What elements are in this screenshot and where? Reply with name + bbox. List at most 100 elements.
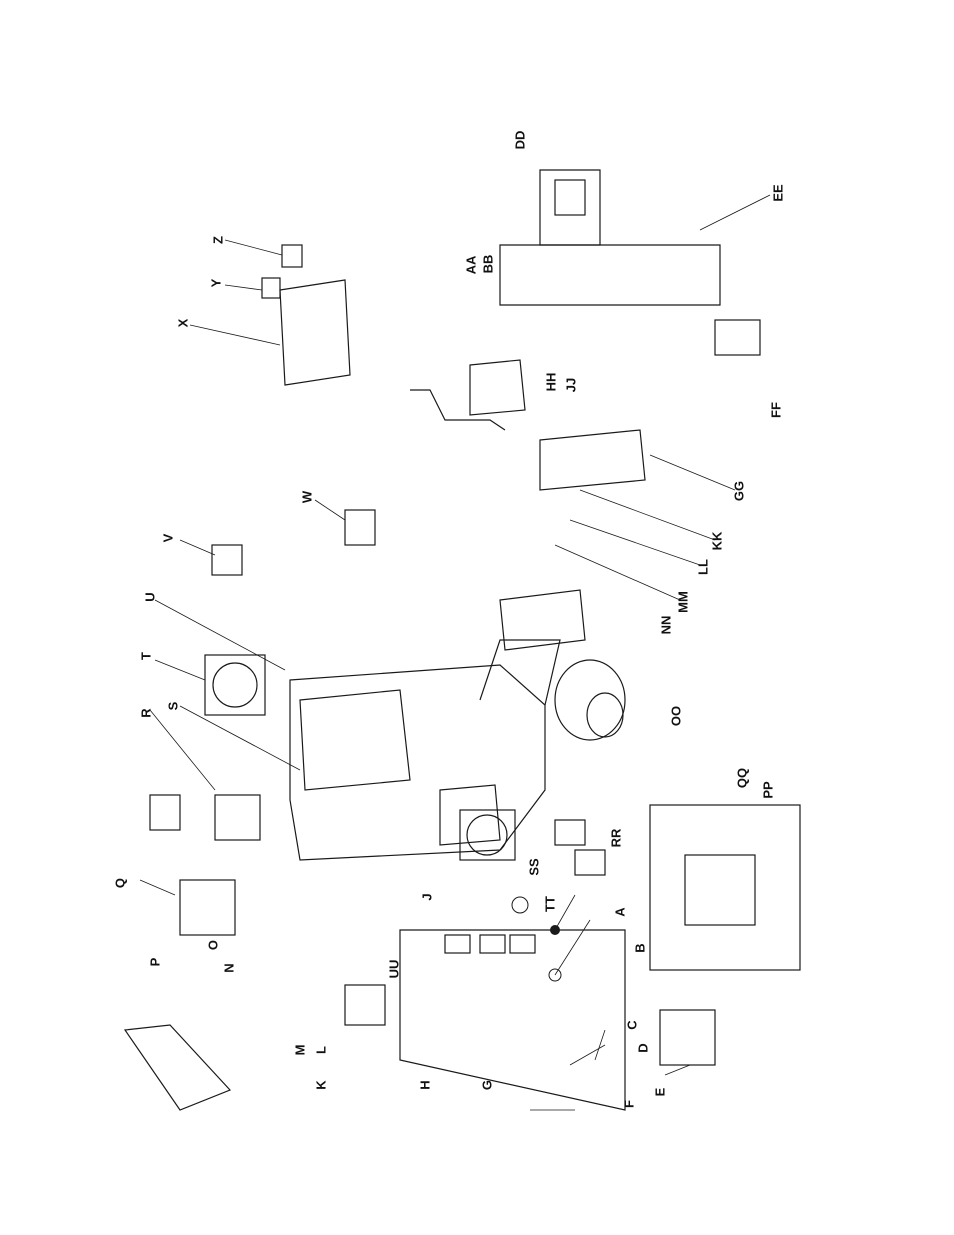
- callout-NN: NN: [658, 615, 674, 635]
- top-right-plate: [499, 244, 721, 306]
- detail-inset-frame: [649, 804, 801, 971]
- callout-X: X: [175, 318, 191, 328]
- callout-RR: RR: [608, 828, 624, 848]
- callout-N: N: [221, 963, 237, 973]
- pipe-run: [410, 389, 506, 431]
- duct-dd-window: [554, 179, 586, 216]
- callout-C: C: [624, 1020, 640, 1030]
- callout-B: B: [632, 943, 648, 953]
- leader-mm: [554, 544, 681, 601]
- leader-x: [189, 324, 281, 346]
- callout-OO: OO: [668, 705, 684, 727]
- callout-W: W: [299, 490, 315, 504]
- leader-t: [154, 659, 206, 681]
- duct-box-nn: [499, 589, 586, 651]
- leader-kk: [579, 489, 716, 541]
- part-rr-2: [574, 849, 606, 876]
- gas-valve-x: [279, 279, 351, 386]
- fan-guard-t: [204, 654, 266, 716]
- callout-K: K: [313, 1080, 329, 1090]
- callout-P: P: [147, 957, 163, 967]
- part-rr-1: [554, 819, 586, 846]
- callout-KK: KK: [709, 531, 725, 551]
- callout-V: V: [160, 533, 176, 543]
- leader-ll: [569, 519, 701, 566]
- leader-a: [554, 894, 576, 931]
- leader-b: [554, 919, 591, 976]
- part-a: [550, 925, 560, 935]
- panel-window-2: [479, 934, 506, 954]
- motor-e: [659, 1009, 716, 1066]
- callout-J: J: [419, 893, 435, 901]
- part-z: [281, 244, 303, 268]
- callout-A: A: [612, 907, 628, 917]
- leader-gg: [649, 454, 736, 491]
- fan-ss: [459, 809, 516, 861]
- part-ee: [714, 319, 761, 356]
- callout-R: R: [138, 708, 154, 718]
- valve-assembly-aa: [469, 359, 526, 416]
- blower-oo: [554, 659, 626, 741]
- exhaust-duct: [479, 639, 561, 706]
- leader-r: [149, 709, 216, 791]
- main-housing: [289, 664, 546, 861]
- callout-QQ: QQ: [734, 767, 750, 789]
- transformer-r: [214, 794, 261, 841]
- part-tt: [511, 896, 529, 914]
- leader-z: [224, 239, 283, 256]
- callout-Q: Q: [112, 877, 128, 889]
- callout-O: O: [205, 939, 221, 951]
- fan-ss-blades: [466, 814, 508, 856]
- callout-LL: LL: [695, 559, 711, 575]
- fan-guard-rings: [212, 662, 258, 708]
- leader-y: [224, 284, 263, 291]
- callout-FF: FF: [768, 402, 784, 418]
- callout-SS: SS: [526, 858, 542, 876]
- callout-TT: TT: [542, 896, 558, 912]
- callout-HH: HH: [543, 372, 559, 392]
- blower-hub: [586, 692, 624, 738]
- callout-GG: GG: [731, 480, 747, 502]
- part-b: [548, 968, 562, 982]
- part-w: [344, 509, 376, 546]
- callout-DD: DD: [512, 130, 528, 150]
- callout-U: U: [142, 592, 158, 602]
- housing-compartment: [299, 689, 411, 791]
- callout-AA: AA: [463, 255, 479, 275]
- callout-EE: EE: [770, 184, 786, 202]
- callout-D: D: [635, 1043, 651, 1053]
- callout-BB: BB: [480, 254, 496, 274]
- duct-dd: [539, 169, 601, 246]
- cover-plate: [123, 1024, 232, 1111]
- callout-Y: Y: [208, 278, 224, 288]
- callout-F: F: [621, 1100, 637, 1108]
- leader-w: [314, 499, 346, 521]
- motor-uu: [344, 984, 386, 1026]
- part-v: [211, 544, 243, 576]
- callout-T: T: [138, 652, 154, 660]
- callout-Z: Z: [210, 236, 226, 244]
- callout-JJ: JJ: [563, 377, 579, 393]
- callout-PP: PP: [760, 781, 776, 799]
- housing-fan-opening: [439, 784, 501, 846]
- callout-E: E: [652, 1087, 668, 1097]
- control-plate-kk: [539, 429, 646, 491]
- leader-c: [594, 1029, 606, 1061]
- callout-L: L: [313, 1046, 329, 1054]
- callout-MM: MM: [675, 591, 691, 613]
- callout-M: M: [292, 1044, 308, 1056]
- part-y: [261, 277, 281, 299]
- leader-q-to-p: [139, 879, 176, 896]
- relay-q: [149, 794, 181, 831]
- leader-v: [179, 539, 216, 556]
- callout-G: G: [479, 1079, 495, 1091]
- leader-ee: [699, 194, 771, 231]
- leader-u: [154, 599, 286, 671]
- callout-H: H: [417, 1080, 433, 1090]
- heatsink-p: [179, 879, 236, 936]
- inset-motor: [684, 854, 756, 926]
- callout-UU: UU: [386, 959, 402, 979]
- callout-S: S: [165, 701, 181, 711]
